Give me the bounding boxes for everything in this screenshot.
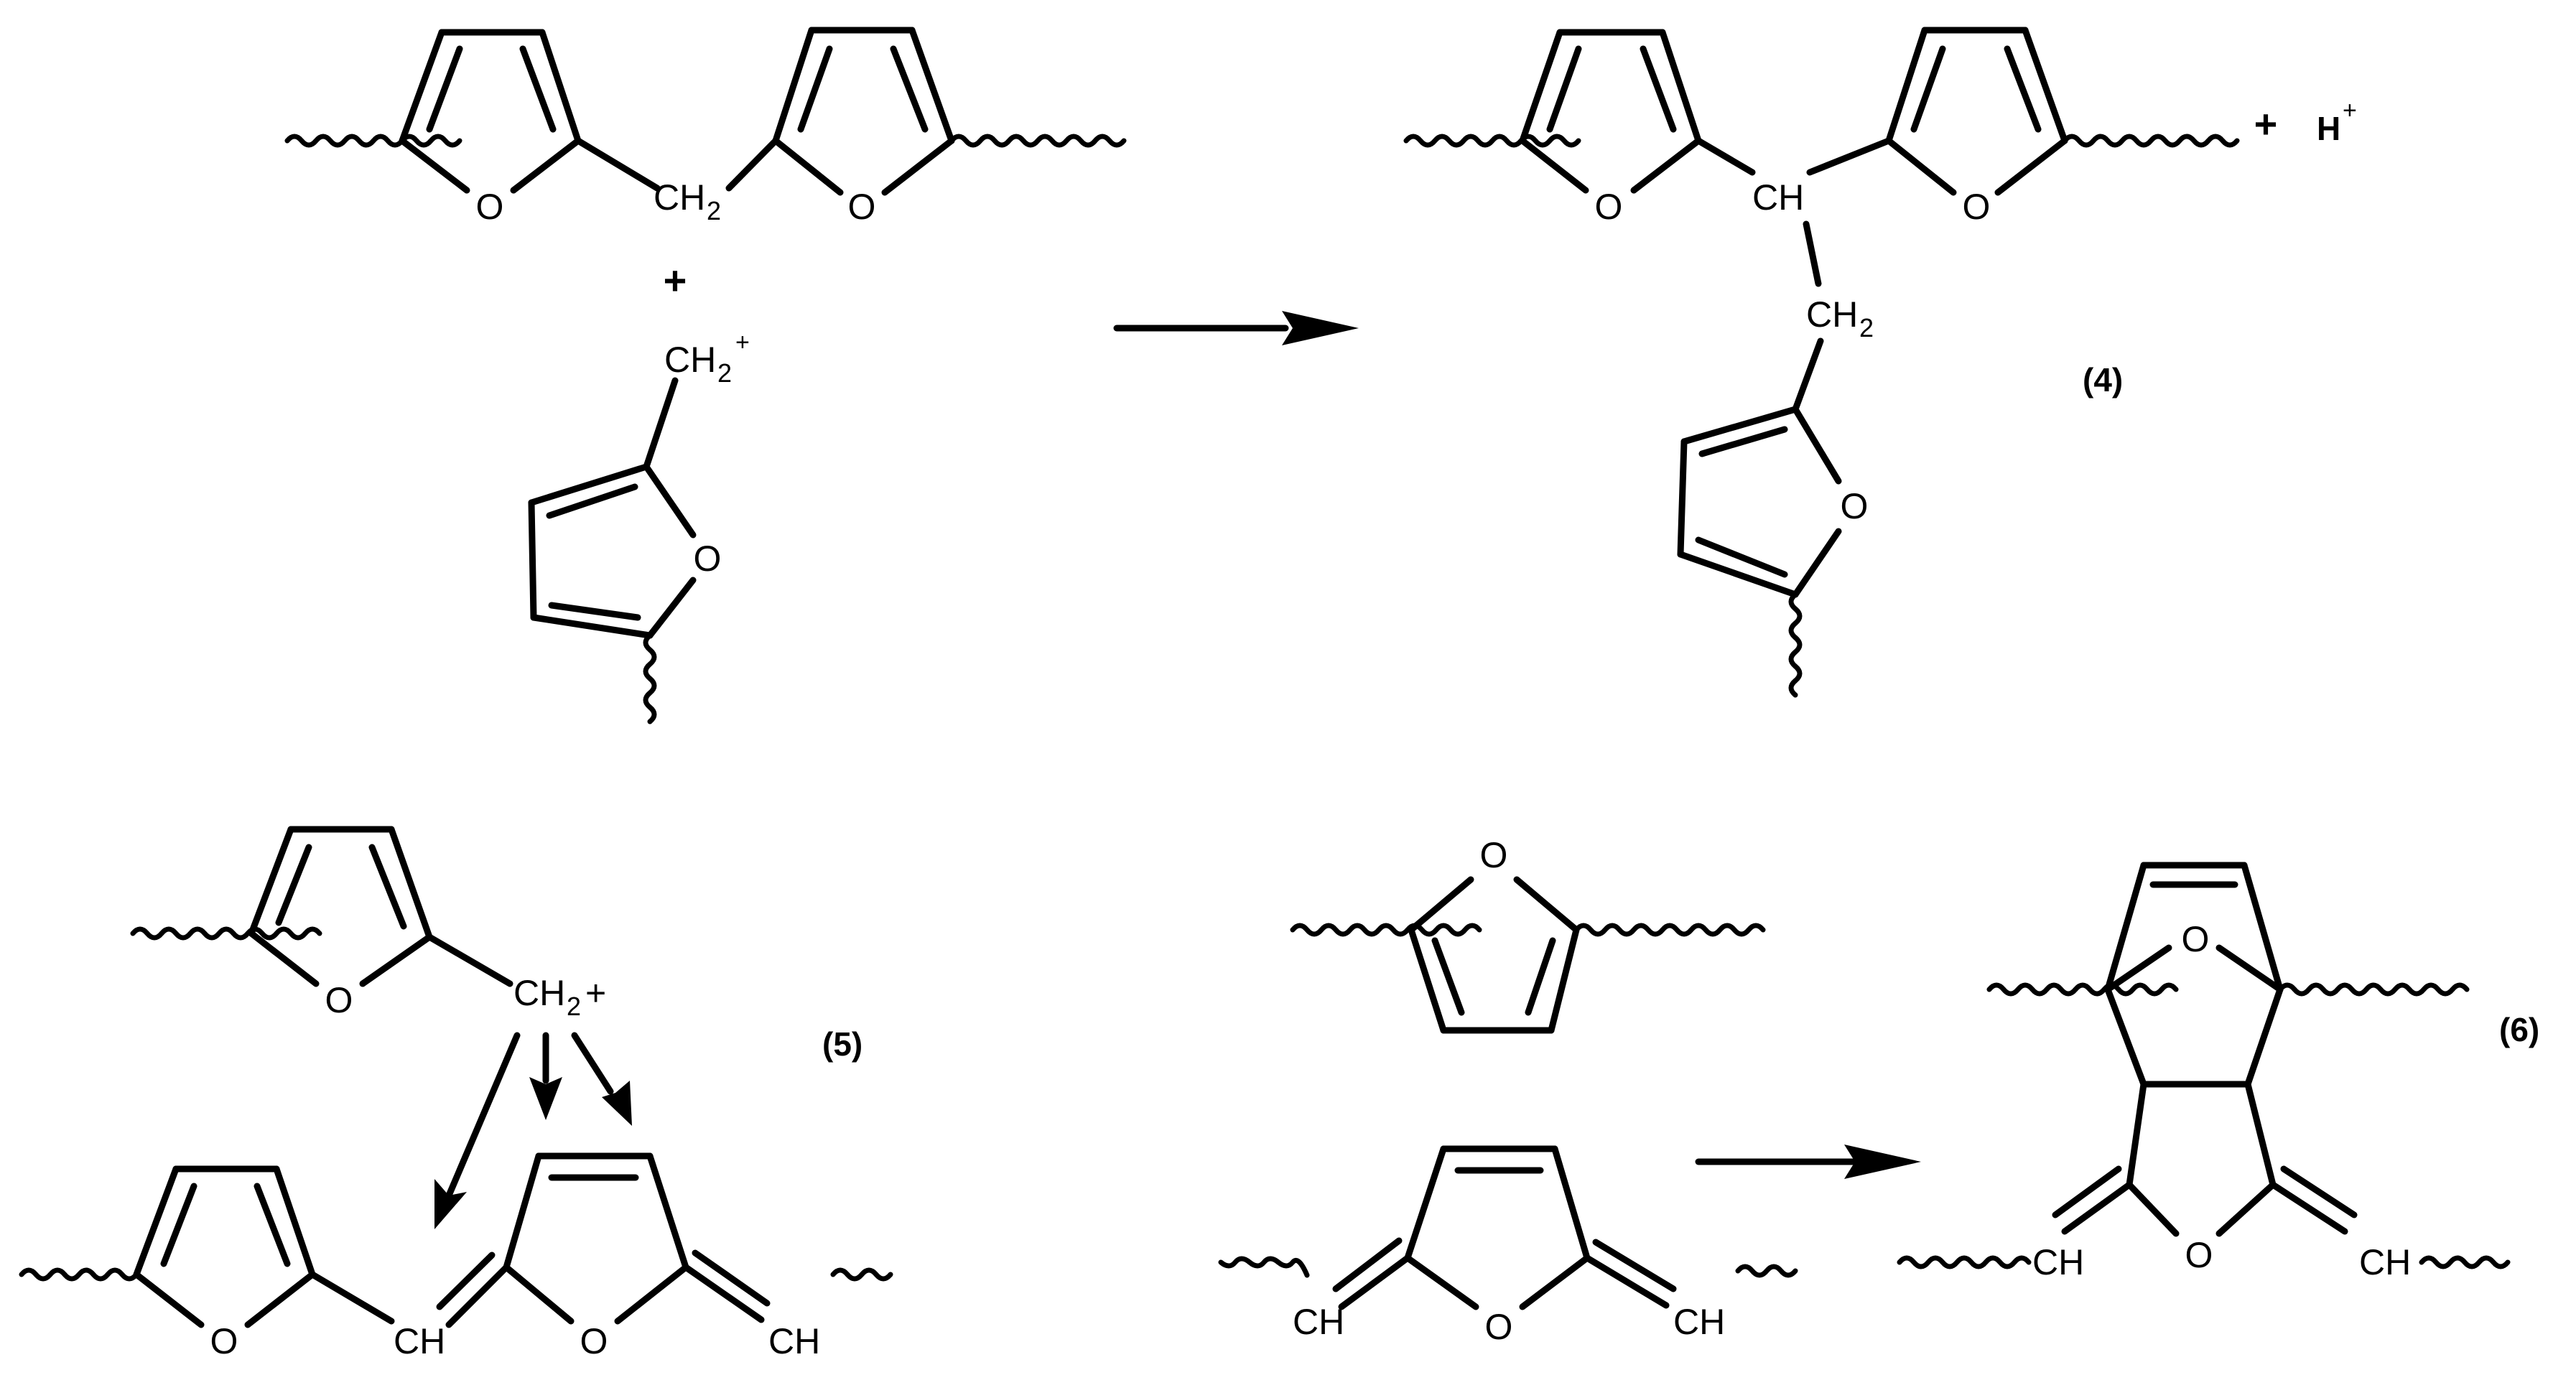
furan-oxygen: O [476,187,504,227]
methine-label: CH [1752,177,1804,218]
carbocation-charge: + [735,329,750,356]
reaction-5-arrows [434,1032,632,1229]
branch-methylene-bond [1792,337,1824,413]
polymer-chain-wavy-right [830,1267,893,1282]
furan-ring-right [772,27,955,196]
branch-bond [1803,220,1822,287]
methine-label: CH [1293,1302,1344,1342]
methylene-bond-left [575,137,661,192]
methine-label: CH [2032,1242,2084,1282]
methine-bond-left [1695,137,1756,176]
furan-ring-quinoid [503,1152,689,1325]
reaction-arrow [1695,1145,1921,1179]
polymer-chain-wavy [643,633,657,724]
methylene-label: CH [1806,294,1858,335]
reaction-arrow [1113,311,1359,345]
furan-oxygen: O [1963,187,1991,227]
polymer-chain-wavy-right [2419,1255,2511,1269]
methine-double-bond [436,1252,510,1328]
plus-operator: + [2254,101,2278,146]
furan-oxygen: O [1485,1307,1513,1347]
reaction-5-product: O CH O CH [19,1152,893,1361]
proton-charge: + [2343,97,2357,124]
furan-ring-branch [1677,406,1842,598]
exocyclic-double-bond-right [2269,1165,2358,1235]
furan-ring-quinoid [1404,1145,1591,1310]
carbocation-subscript: 2 [717,358,732,388]
furan-oxygen: O [1480,835,1508,875]
polymer-chain-wavy-left [284,134,462,148]
polymer-chain-wavy-right [1573,923,1766,937]
furan-ring [1408,876,1580,1034]
polymer-chain-wavy-right [1735,1264,1798,1278]
methine-label: CH [2359,1242,2411,1282]
carbocation-bond [643,377,679,470]
polymer-chain-wavy-right [2062,134,2240,148]
methine-bond-right [1806,137,1892,176]
ring-oxygen: O [2185,1235,2213,1275]
polymer-chain-wavy-right [949,134,1127,148]
furan-ring-cation [528,463,697,639]
reaction-label-4: (4) [2083,361,2123,398]
reaction-4-product-branched: O CH O CH 2 O [1403,27,2240,698]
carbocation-bond [426,933,513,987]
furan-ring-right [1885,27,2068,196]
furan-ring-left [399,29,582,194]
reaction-4-reactant-difurylmethane: O CH 2 O [284,27,1127,227]
methylene-group: CH 2 [654,177,721,225]
reaction-label-6: (6) [2499,1011,2539,1048]
carbocation-label: CH [664,340,716,380]
reaction-label-5: (5) [822,1025,862,1063]
furan-oxygen: O [210,1321,238,1361]
methine-double-bond [1584,1239,1677,1309]
polymer-chain-wavy-left [1403,134,1581,148]
carbocation-group: CH 2 + [664,329,750,388]
bridge-oxygen: O [2182,919,2210,959]
furan-oxygen: O [848,187,876,227]
polymer-chain-wavy-right [2277,982,2470,997]
methine-label: CH [1673,1302,1725,1342]
methine-bond [309,1271,395,1325]
furan-oxygen: O [580,1321,608,1361]
carbocation-label: CH [513,973,565,1013]
furan-ring-left [1519,29,1702,194]
oxanorbornene-bicycle [2104,862,2284,1237]
polymer-chain-wavy-left [19,1267,139,1282]
methylene-label: CH [654,177,705,218]
furan-oxygen: O [694,539,722,579]
furan-ring [248,826,433,987]
polymer-chain-wavy-left [1218,1256,1310,1278]
furan-oxygen: O [1595,187,1623,227]
reaction-6-dienophile-quinoid: CH O CH [1218,1145,1798,1347]
carbocation-subscript: 2 [567,992,581,1021]
branch-methylene-group: CH 2 [1806,294,1874,342]
polymer-chain-wavy-left [1290,923,1482,937]
polymer-chain-wavy-left [1986,982,2179,997]
exocyclic-double-bond-left [2052,1165,2133,1235]
carbocation-group: CH 2 + [513,973,606,1021]
plus-operator: + [664,258,687,303]
carbocation-charge: + [585,973,606,1013]
methylene-subscript: 2 [1859,313,1874,342]
byproduct-proton: + H + [2254,97,2357,147]
reaction-5-reactant-furfuryl-cation: O CH 2 + [130,826,606,1021]
furan-oxygen: O [325,980,353,1020]
methine-double-bond [1332,1237,1411,1310]
methylene-bond-right [725,137,779,192]
reaction-6-diene-furan: O [1290,835,1766,1034]
furan-oxygen: O [1841,486,1869,526]
reaction-4-reactant-furfuryl-cation: CH 2 + O [528,329,750,724]
polymer-chain-wavy-left [130,926,322,941]
methylene-subscript: 2 [707,196,721,225]
furan-ring-left [133,1165,316,1328]
methine-label: CH [768,1321,820,1361]
polymer-chain-wavy [1788,592,1803,698]
methine-label: CH [394,1321,445,1361]
proton-label: H [2317,110,2340,147]
methine-double-bond [682,1249,771,1323]
reaction-6-product-diels-alder-adduct: O O CH CH [1897,862,2511,1282]
polymer-chain-wavy-left [1897,1255,2032,1269]
